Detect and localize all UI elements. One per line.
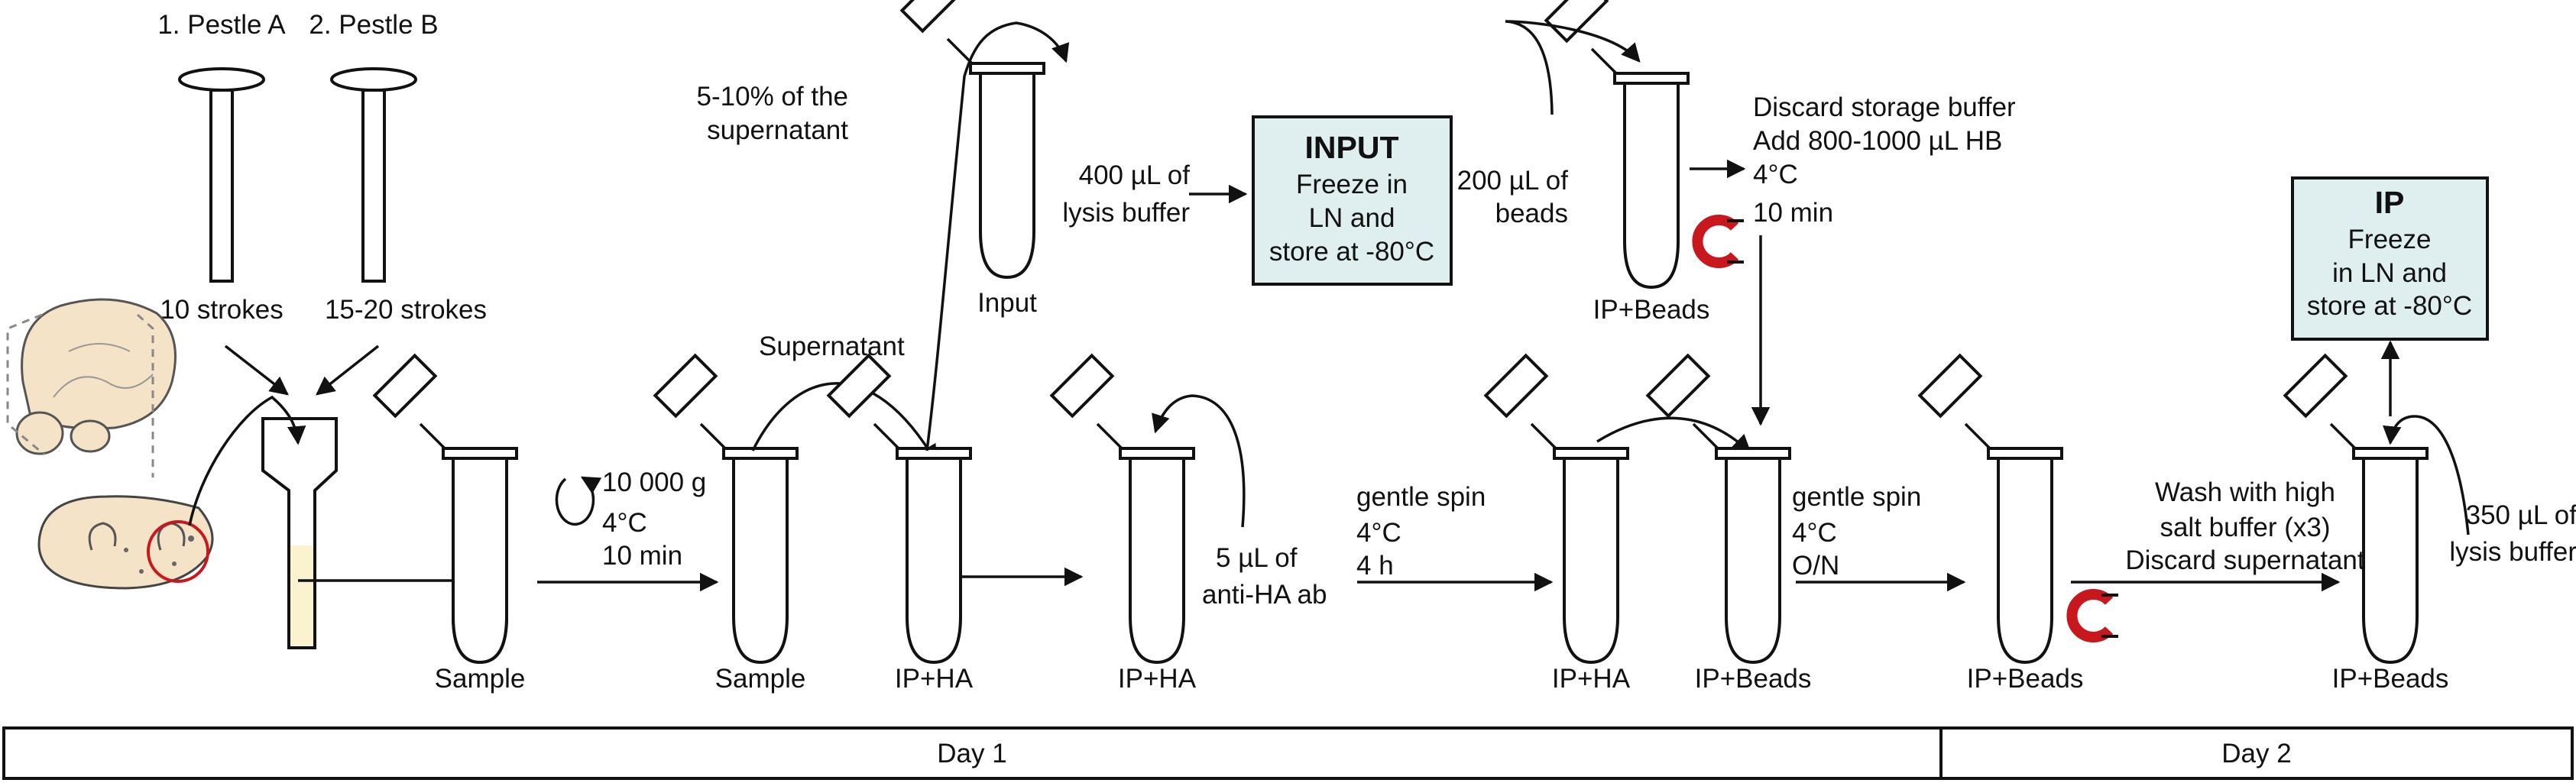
pestle-b-title: 2. Pestle B [309,10,438,40]
homogenizer [261,417,338,649]
beads-add-line1: 200 µL of [1457,166,1569,196]
supernatant-fraction-line1: 5-10% of the [697,82,848,112]
homogenate-liquid [289,545,315,645]
tube-sample-2 [653,354,799,664]
tube-ip-ha-2 [1050,354,1195,664]
timeline-day1-cell [2,726,1943,780]
timeline-bar: Day 1 Day 2 [2,726,2574,780]
spin3-line1: gentle spin [1792,482,1921,512]
spin2-line1: gentle spin [1356,482,1486,512]
beads-wash-line1: Discard storage buffer [1753,92,2016,122]
pestle-a-title: 1. Pestle A [157,10,286,40]
tube-label-beads-4: IP+Beads [2332,664,2449,694]
arrow-to-input-tube [925,21,1070,451]
ip-box-line2: in LN and [2332,258,2447,288]
anti-ha-line1: 5 µL of [1216,543,1298,573]
spin1-time: 10 min [602,541,682,571]
tube-label-sample-2: Sample [715,664,806,694]
supernatant-fraction-line2: supernatant [707,115,848,145]
timeline-day2-label: Day 2 [2221,739,2291,768]
centrifuge-icon [555,476,602,526]
arrow-pestle-b-to-homogenizer [316,345,380,396]
tube-label-beads-2: IP+Beads [1695,664,1812,694]
tube-label-beads-3: IP+Beads [1967,664,2084,694]
beads-add-line2: beads [1495,199,1568,228]
spin1-speed: 10 000 g [602,468,706,497]
spin3-line2: 4°C [1792,518,1837,548]
lysis-input-line1: 400 µL of [1079,160,1191,190]
beads-wash-line3: 4°C [1753,160,1798,189]
tube-beads-4 [2283,354,2429,664]
tube-label-ip-ha-3: IP+HA [1552,664,1631,694]
tube-input [900,0,1045,279]
dissection-region-circle [147,520,209,583]
pestle-a-head [178,67,265,92]
pestle-a: 1. Pestle A 10 strokes [157,10,286,325]
arrow-beads-add [1505,20,1641,115]
spin2-line2: 4°C [1356,518,1401,548]
wash-line1: Wash with high [2155,477,2335,507]
timeline-day2-cell [1939,726,2574,780]
lysis-ip-line1: 350 µL of [2466,500,2576,530]
input-box: INPUT Freeze in LN and store at -80°C [1252,115,1453,286]
tube-beads-2 [1646,354,1791,664]
pestle-b-strokes: 15-20 strokes [325,295,487,325]
tube-sample-1 [373,354,518,664]
pestle-a-shaft [209,89,234,283]
brain-slice [37,495,214,590]
input-box-line3: store at -80°C [1269,237,1434,267]
spin2-line3: 4 h [1356,551,1394,581]
tube-beads-top [1544,0,1690,289]
arrow-lysis-ip-add [2383,415,2470,535]
arrow-antibody-add [1152,394,1246,528]
arrow-slice-to-homogenizer [188,395,306,526]
input-box-line1: Freeze in [1296,170,1408,199]
pestle-b-head [330,67,417,92]
tube-label-ip-ha-2: IP+HA [1118,664,1197,694]
supernatant-label: Supernatant [759,332,905,361]
arrow-supernatant-transfer [751,382,938,464]
ip-box-line3: store at -80°C [2307,291,2472,321]
ip-box-line1: Freeze [2348,225,2432,254]
arrow-ip-ha-to-beads [1596,416,1751,454]
pestle-b-shaft [361,89,386,283]
lysis-ip-line2: lysis buffer [2449,537,2576,567]
pestle-b: 2. Pestle B 15-20 strokes [309,10,487,325]
arrow-pestle-a-to-homogenizer [224,345,289,396]
wash-line2: salt buffer (x3) [2160,513,2330,542]
wash-line3: Discard supernatant [2125,545,2364,575]
tube-ip-ha-1 [827,354,972,664]
spin3-line3: O/N [1792,551,1839,581]
brain-illustration [6,298,177,477]
ip-box-title: IP [2375,185,2405,220]
tube-ip-ha-3 [1484,354,1629,664]
timeline-day1-label: Day 1 [937,739,1006,768]
input-box-line2: LN and [1309,203,1395,233]
lysis-input-line2: lysis buffer [1062,198,1190,228]
beads-wash-line2: Add 800-1000 µL HB [1753,126,2002,156]
pestle-a-strokes: 10 strokes [160,295,283,325]
tube-label-sample-1: Sample [435,664,526,694]
beads-wash-line4: 10 min [1753,198,1833,228]
tube-label-ip-ha-1: IP+HA [895,664,974,694]
magnet-icon-bottom [2066,589,2118,642]
magnet-icon-top [1692,215,1744,268]
input-box-title: INPUT [1305,130,1399,165]
tube-beads-3 [1918,354,2063,664]
anti-ha-line2: anti-HA ab [1202,580,1327,610]
ip-box: IP Freeze in LN and store at -80°C [2291,176,2489,341]
spin1-temp: 4°C [602,508,647,538]
tube-label-beads-1: IP+Beads [1593,295,1710,325]
tube-label-input: Input [977,288,1037,318]
